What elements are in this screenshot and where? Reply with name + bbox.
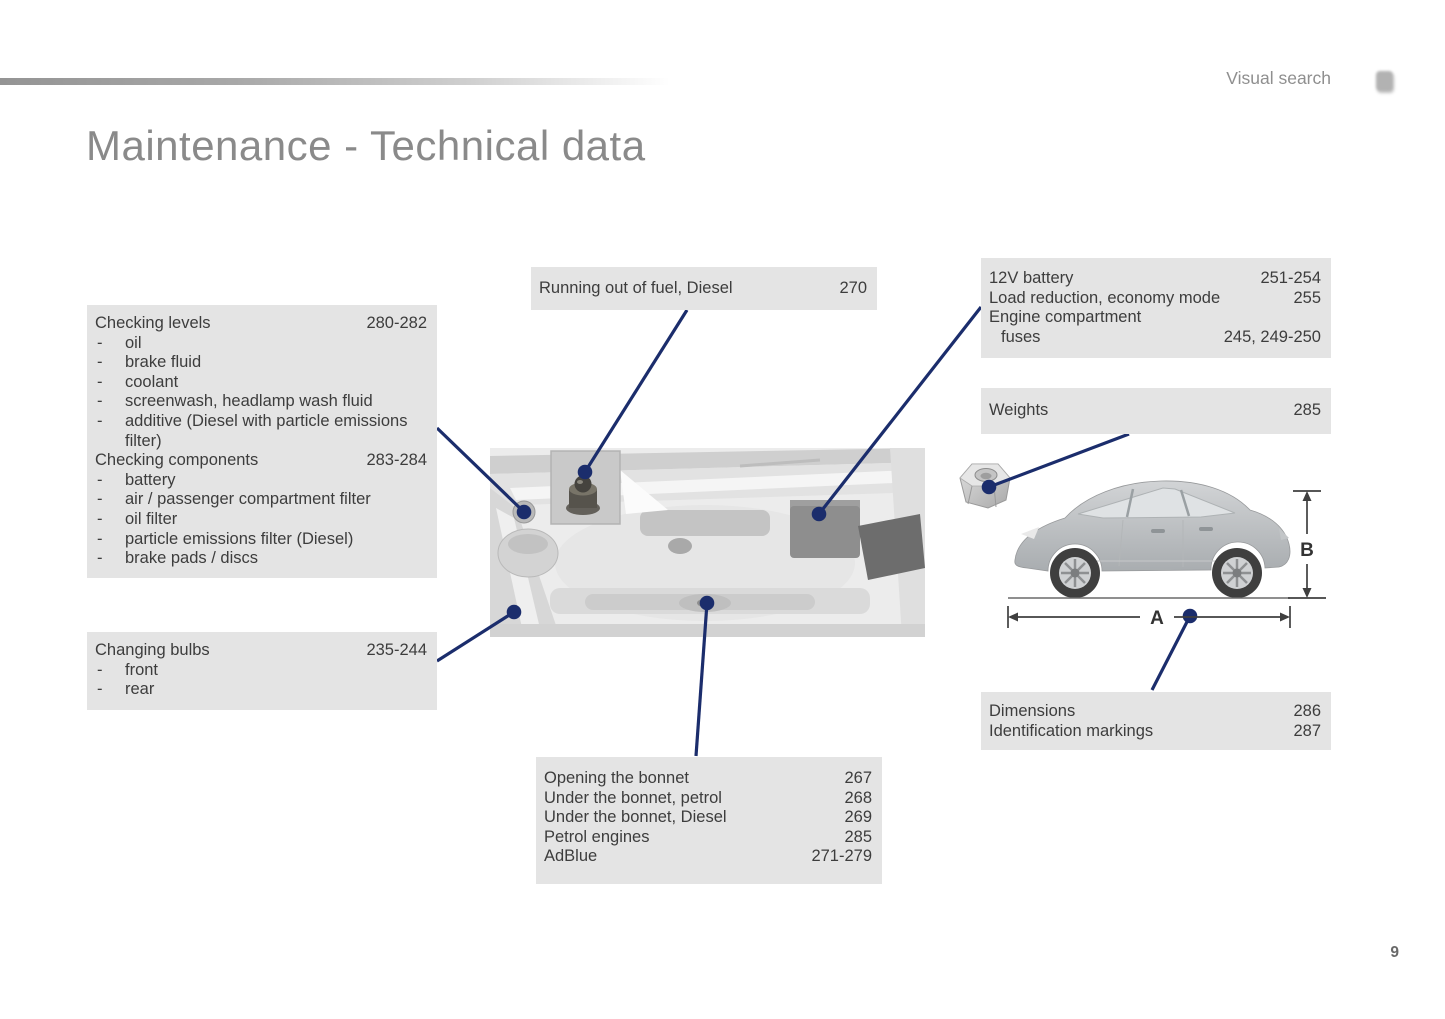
index-entry: Checking levels 280-282 [95, 314, 427, 334]
entry-pages: 285 [844, 827, 872, 846]
entry-label: Identification markings [989, 721, 1154, 740]
entry-pages: 267 [844, 769, 872, 787]
section-header: Visual search [1226, 68, 1331, 88]
entry-label: Under the bonnet, Diesel [544, 808, 727, 827]
entry-label: 12V battery [989, 269, 1074, 287]
entry-pages: 286 [1293, 702, 1321, 720]
entry-pages: 287 [1293, 721, 1321, 740]
entry-pages: 245, 249-250 [1223, 327, 1321, 346]
dimension-a-label: A [1150, 608, 1164, 629]
rear-wheel [1212, 548, 1262, 598]
entry-label: Petrol engines [544, 827, 650, 846]
index-entry: Under the bonnet, Diesel 269 [544, 808, 872, 828]
entry-pages: 268 [844, 788, 872, 807]
index-box-bonnet: Opening the bonnet 267 Under the bonnet,… [536, 757, 882, 884]
index-entry: Load reduction, economy mode 255 [989, 289, 1321, 309]
entry-label: Engine compartment [989, 308, 1142, 327]
list-item: additive (Diesel with particle emissions… [95, 412, 427, 451]
entry-label: Weights [989, 401, 1049, 419]
index-box-running-out-of-fuel: Running out of fuel, Diesel 270 [531, 267, 877, 310]
index-entry: Checking components 283-284 [95, 451, 427, 471]
index-entry: Running out of fuel, Diesel 270 [539, 279, 867, 299]
car-side-illustration [1014, 480, 1291, 598]
entry-label: Opening the bonnet [544, 769, 689, 787]
index-box-weights: Weights 285 [981, 388, 1331, 434]
entry-pages: 280-282 [366, 314, 427, 332]
entry-pages: 270 [839, 279, 867, 297]
entry-pages: 271-279 [811, 847, 872, 866]
entry-label: Changing bulbs [95, 641, 210, 659]
index-entry: Weights 285 [989, 401, 1321, 421]
list-item: battery [95, 471, 427, 491]
list-item: oil filter [95, 510, 427, 530]
index-entry: AdBlue 271-279 [544, 847, 872, 867]
entry-pages: 285 [1293, 401, 1321, 419]
entry-label: Running out of fuel, Diesel [539, 279, 733, 297]
entry-label: Checking components [95, 451, 259, 470]
entry-label: AdBlue [544, 847, 598, 866]
index-entry: Petrol engines 285 [544, 828, 872, 848]
entry-label: fuses [1001, 327, 1041, 346]
index-entry: Changing bulbs 235-244 [95, 641, 427, 661]
index-box-checking: Checking levels 280-282 oil brake fluid … [87, 305, 437, 578]
list-item: oil [95, 334, 427, 354]
list-item: coolant [95, 373, 427, 393]
front-wheel [1050, 548, 1100, 598]
header-divider-bar [0, 78, 670, 85]
entry-label: Checking levels [95, 314, 211, 332]
index-box-dimensions: Dimensions 286 Identification markings 2… [981, 692, 1331, 750]
list-item: rear [95, 680, 427, 700]
index-entry: Under the bonnet, petrol 268 [544, 789, 872, 809]
index-entry: fuses 245, 249-250 [989, 328, 1321, 348]
list-item: air / passenger compartment filter [95, 490, 427, 510]
page-title: Maintenance - Technical data [86, 122, 646, 169]
oil-filler-cap-icon [566, 475, 600, 515]
list-item: brake pads / discs [95, 549, 427, 569]
entry-pages: 235-244 [366, 641, 427, 659]
index-entry: Identification markings 287 [989, 722, 1321, 742]
entry-pages: 283-284 [366, 451, 427, 470]
page-number: 9 [1390, 944, 1399, 961]
entry-pages: 255 [1293, 288, 1321, 307]
entry-pages: 251-254 [1260, 269, 1321, 287]
engine-bay-photo [490, 448, 925, 637]
index-entry: Engine compartment [989, 308, 1321, 328]
index-box-battery: 12V battery 251-254 Load reduction, econ… [981, 258, 1331, 358]
entry-label: Load reduction, economy mode [989, 288, 1221, 307]
index-entry: Dimensions 286 [989, 702, 1321, 722]
list-item: screenwash, headlamp wash fluid [95, 392, 427, 412]
index-entry: Opening the bonnet 267 [544, 769, 872, 789]
page-thumbnail-icon [1376, 71, 1393, 91]
entry-pages [1315, 308, 1321, 328]
index-entry: 12V battery 251-254 [989, 269, 1321, 289]
entry-pages: 269 [844, 808, 872, 827]
list-item: particle emissions filter (Diesel) [95, 530, 427, 550]
entry-label: Under the bonnet, petrol [544, 788, 722, 807]
entry-label: Dimensions [989, 702, 1076, 720]
index-box-changing-bulbs: Changing bulbs 235-244 front rear [87, 632, 437, 710]
list-item: brake fluid [95, 353, 427, 373]
list-item: front [95, 661, 427, 681]
